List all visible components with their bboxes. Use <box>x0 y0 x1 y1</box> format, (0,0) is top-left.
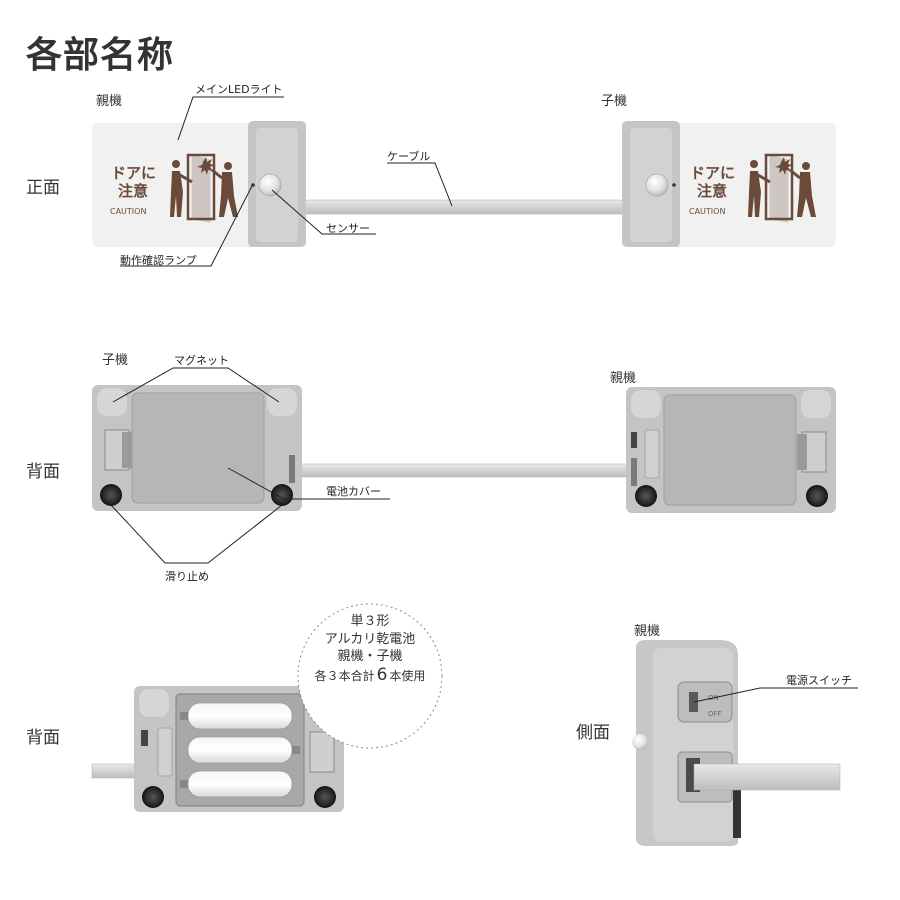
nonslip-foot-icon <box>142 786 164 808</box>
battery-icon <box>187 736 293 764</box>
side-unit: ON OFF <box>632 640 841 846</box>
nonslip-foot-icon <box>635 485 657 507</box>
nonslip-foot-icon <box>806 485 828 507</box>
battery-icon <box>187 702 293 730</box>
battery-note-line3: 親機・子機 <box>337 649 402 664</box>
battery-view-cable <box>91 763 141 779</box>
label-cable: ケーブル <box>387 149 430 163</box>
sign-text-3: CAUTION <box>110 207 146 216</box>
back-child-unit <box>92 385 302 511</box>
sign-text-2: 注意 <box>697 182 727 200</box>
view-label-back-1: 背面 <box>26 462 60 482</box>
label-status-lamp: 動作確認ランプ <box>120 253 197 267</box>
sign-text-1: ドアに <box>690 164 735 182</box>
battery-icon <box>187 770 293 798</box>
magnet-icon <box>97 388 127 416</box>
nonslip-foot-icon <box>100 484 122 506</box>
status-lamp-icon <box>251 183 255 187</box>
sensor-icon <box>258 173 282 197</box>
nonslip-foot-icon <box>271 484 293 506</box>
label-nonslip: 滑り止め <box>165 570 209 583</box>
switch-off-label: OFF <box>708 710 722 718</box>
side-unit-label: 親機 <box>634 624 660 639</box>
back-unit-label-right: 親機 <box>610 371 636 386</box>
front-callouts <box>120 96 453 267</box>
nonslip-foot-icon <box>314 786 336 808</box>
door-caution-icon <box>748 153 816 223</box>
label-power-switch: 電源スイッチ <box>786 673 852 687</box>
battery-view-unit <box>134 686 344 812</box>
door-caution-icon <box>170 153 238 223</box>
side-cable <box>693 763 841 791</box>
label-battery-cover: 電池カバー <box>326 485 381 498</box>
battery-note-circle <box>297 603 443 749</box>
sign-text-2: 注意 <box>118 182 148 200</box>
back-unit-label-left: 子機 <box>102 353 128 368</box>
back-parent-unit <box>626 387 836 513</box>
label-sensor: センサー <box>326 222 370 235</box>
sign-text-3: CAUTION <box>689 207 725 216</box>
label-main-led: メインLEDライト <box>195 83 283 96</box>
page-title: 各部名称 <box>26 35 175 76</box>
magnet-icon <box>267 388 297 416</box>
back-callouts <box>110 367 390 564</box>
view-label-back-2: 背面 <box>26 728 60 748</box>
front-child-unit: ドアに 注意 CAUTION <box>622 121 836 247</box>
front-parent-unit: ドアに 注意 CAUTION <box>92 121 306 247</box>
front-unit-label-right: 子機 <box>601 94 627 109</box>
sign-text-1: ドアに <box>111 164 156 182</box>
front-cable <box>299 199 629 215</box>
magnet-icon <box>631 390 661 418</box>
callout-power-switch <box>693 687 858 703</box>
view-label-side: 側面 <box>576 723 610 743</box>
view-label-front: 正面 <box>26 178 60 198</box>
status-lamp-icon <box>672 183 676 187</box>
magnet-icon <box>801 390 831 418</box>
sensor-icon <box>645 173 669 197</box>
battery-note-line2: アルカリ乾電池 <box>325 632 415 647</box>
front-unit-label-left: 親機 <box>96 94 122 109</box>
back-cable <box>299 463 629 478</box>
magnet-icon <box>139 689 169 717</box>
power-switch[interactable] <box>689 692 698 712</box>
label-magnet: マグネット <box>174 353 229 367</box>
battery-note-line1: 単３形 <box>350 613 389 629</box>
